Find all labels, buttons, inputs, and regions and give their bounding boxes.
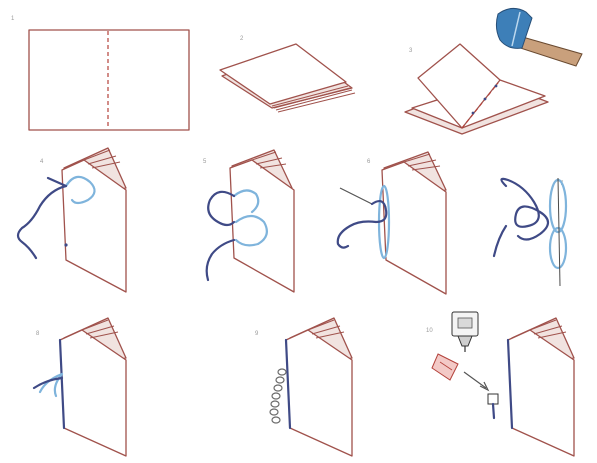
- step-7-knot: 7: [494, 178, 566, 286]
- step-6-number: 6: [367, 159, 371, 165]
- navy-thread-knot: [494, 179, 548, 256]
- punch-hole: [64, 243, 67, 246]
- step-1-number: 1: [11, 16, 15, 22]
- step-3-hammer-punch: 3: [405, 8, 582, 134]
- thread-clip-icon: [488, 394, 498, 418]
- step-10-number: 10: [426, 328, 433, 334]
- step-8-tied-booklet: 8: [34, 318, 126, 456]
- glue-card-icon: [432, 354, 458, 380]
- paper-sheet: [29, 30, 189, 130]
- step-4-number: 4: [40, 159, 44, 165]
- glue-bottle-icon: [452, 312, 478, 352]
- needle-icon: [340, 188, 372, 204]
- step-5-number: 5: [203, 159, 207, 165]
- navy-thread: [18, 178, 66, 258]
- step-2-paper-stack: 2: [220, 36, 355, 112]
- step-5-thread-loop: 5: [203, 150, 294, 292]
- step-10-glue-finish: 10: [426, 312, 574, 456]
- punch-hole: [484, 98, 487, 101]
- step-9-chain-stitch: 9: [255, 318, 352, 456]
- arrow-icon: [464, 372, 486, 388]
- light-thread-tail: [40, 374, 62, 396]
- step-4-first-stitch: 4: [18, 148, 126, 292]
- step-1-flat-sheet: 1: [11, 16, 189, 130]
- chain-stitch-icon: [270, 369, 286, 423]
- step-3-number: 3: [409, 48, 413, 54]
- navy-thread: [207, 192, 234, 280]
- hammer-icon: [496, 8, 582, 66]
- light-thread-loop: [550, 228, 566, 268]
- step-2-number: 2: [240, 36, 244, 42]
- step-6-needle-stitch: 6: [338, 152, 446, 294]
- punch-hole: [472, 112, 475, 115]
- step-8-number: 8: [36, 331, 40, 337]
- step-9-number: 9: [255, 331, 259, 337]
- stack-top-sheet: [220, 44, 346, 104]
- punch-hole: [495, 85, 498, 88]
